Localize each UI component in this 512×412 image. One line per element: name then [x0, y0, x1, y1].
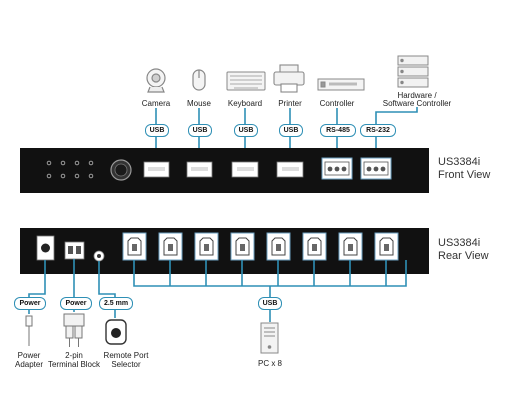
remote-selector-icon — [105, 319, 127, 345]
mouse-usb-badge: USB — [188, 124, 212, 137]
pc-usb-badge: USB — [258, 297, 282, 310]
rear-usb-b-port — [122, 232, 147, 261]
rear-usb-b-port — [266, 232, 291, 261]
camera-usb-badge: USB — [145, 124, 169, 137]
remote-port-jack — [93, 250, 105, 262]
controller-label: Controller — [319, 99, 355, 108]
power-plug-icon — [25, 315, 33, 346]
remote-port-label-line1: Remote Port — [103, 351, 149, 360]
hardware-controller-label-line1: Hardware / — [397, 91, 437, 100]
camera-icon — [146, 68, 166, 93]
rear-usb-b-port — [338, 232, 363, 261]
power-adapter-label-line1: Power — [17, 351, 41, 360]
rear-usb-b-port — [302, 232, 327, 261]
keyboard-icon — [226, 71, 266, 91]
remote-port-badge: 2.5 mm — [99, 297, 133, 310]
front-usb-ports — [143, 161, 304, 178]
printer-usb-badge: USB — [279, 124, 303, 137]
mouse-label: Mouse — [186, 99, 211, 108]
keyboard-label: Keyboard — [227, 99, 263, 108]
pc-tower-icon — [260, 322, 279, 354]
printer-icon — [273, 64, 305, 93]
rs485-port — [321, 157, 353, 180]
terminal-block-port — [64, 241, 85, 260]
terminal-block-label-line2: Terminal Block — [47, 360, 100, 369]
rear-view-label: Rear View — [438, 250, 489, 262]
pc-label: PC x 8 — [257, 359, 282, 368]
rear-usb-b-port — [374, 232, 399, 261]
power-adapter-badge: Power — [14, 297, 46, 310]
mouse-icon — [192, 69, 206, 91]
front-model-name: US3384i — [438, 156, 481, 168]
camera-label: Camera — [141, 99, 171, 108]
rs485-badge: RS-485 — [320, 124, 356, 137]
terminal-block-icon — [63, 313, 85, 347]
rear-usb-b-port — [158, 232, 183, 261]
hardware-controller-label-line2: Software Controller — [382, 99, 452, 108]
rear-usb-b-port — [230, 232, 255, 261]
rear-usb-b-ports — [122, 232, 399, 261]
terminal-block-badge: Power — [60, 297, 92, 310]
rear-usb-b-port — [194, 232, 219, 261]
front-usb-port-slots — [148, 167, 299, 171]
rs232-badge: RS-232 — [360, 124, 396, 137]
remote-port-label-line2: Selector — [111, 360, 141, 369]
dc-power-jack — [36, 235, 55, 261]
power-adapter-label-line2: Adapter — [14, 360, 44, 369]
server-icon — [397, 55, 429, 88]
front-view-label: Front View — [438, 169, 491, 181]
port-select-button[interactable] — [110, 159, 132, 181]
rs232-port — [360, 157, 392, 180]
keyboard-usb-badge: USB — [234, 124, 258, 137]
controller-icon — [317, 78, 365, 91]
led-indicators — [46, 160, 94, 179]
printer-label: Printer — [278, 99, 302, 108]
rear-model-name: US3384i — [438, 237, 481, 249]
terminal-block-label-line1: 2-pin — [65, 351, 83, 360]
